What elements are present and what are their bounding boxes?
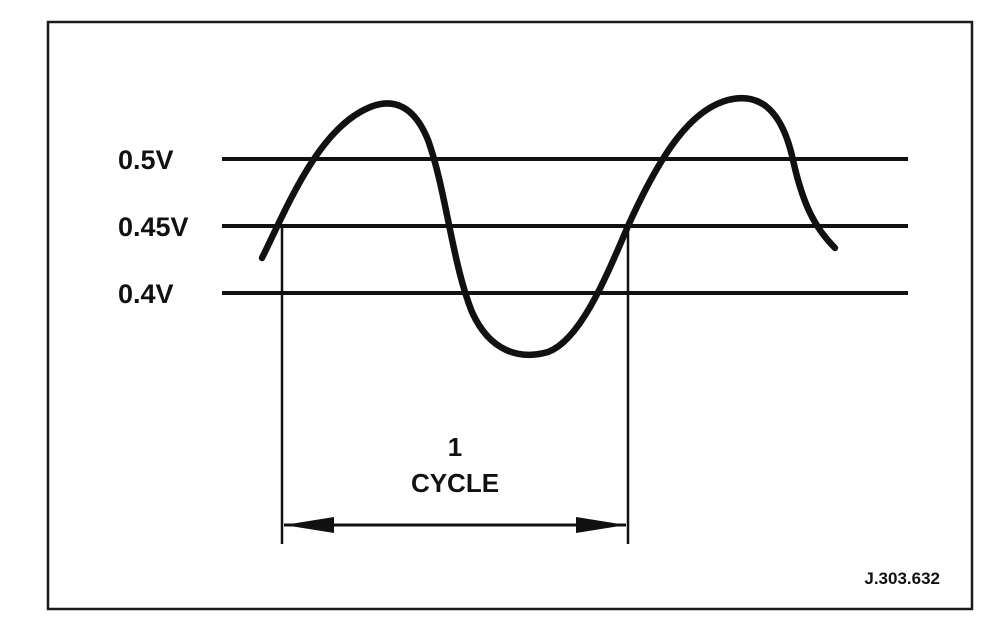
level-label-0-4v: 0.4V: [118, 279, 174, 309]
level-label-0-5v: 0.5V: [118, 145, 174, 175]
left-arrowhead-icon: [284, 517, 334, 533]
diagram-frame: [46, 20, 974, 611]
level-label-0-45v: 0.45V: [118, 212, 189, 242]
figure-reference: J.303.632: [864, 569, 940, 588]
cycle-number: 1: [448, 432, 462, 462]
right-arrowhead-icon: [576, 517, 626, 533]
cycle-label: CYCLE: [411, 468, 499, 498]
sine-waveform: [258, 95, 839, 358]
